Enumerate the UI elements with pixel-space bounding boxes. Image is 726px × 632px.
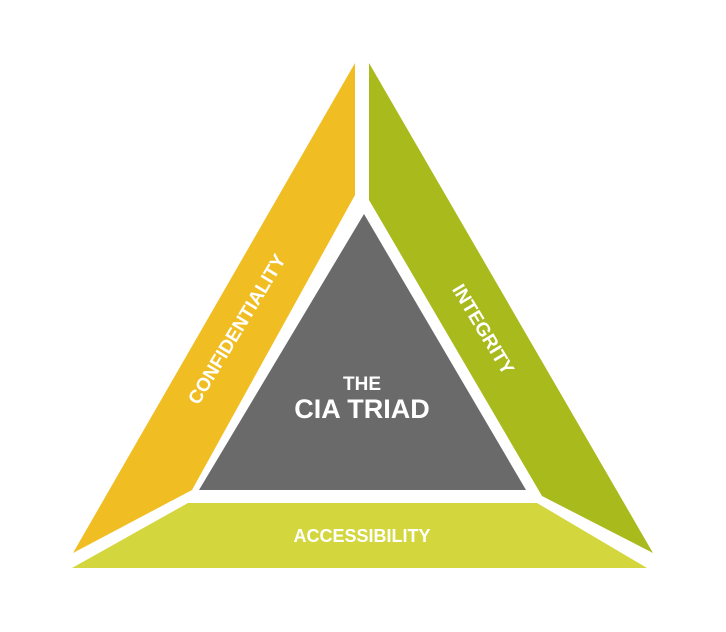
accessibility-segment [72,503,647,568]
center-title-small: THE [343,374,381,395]
confidentiality-segment [73,63,355,553]
integrity-segment [369,63,653,553]
center-triangle [199,214,526,490]
accessibility-label: ACCESSIBILITY [293,526,430,546]
center-title-large: CIA TRIAD [294,394,430,424]
